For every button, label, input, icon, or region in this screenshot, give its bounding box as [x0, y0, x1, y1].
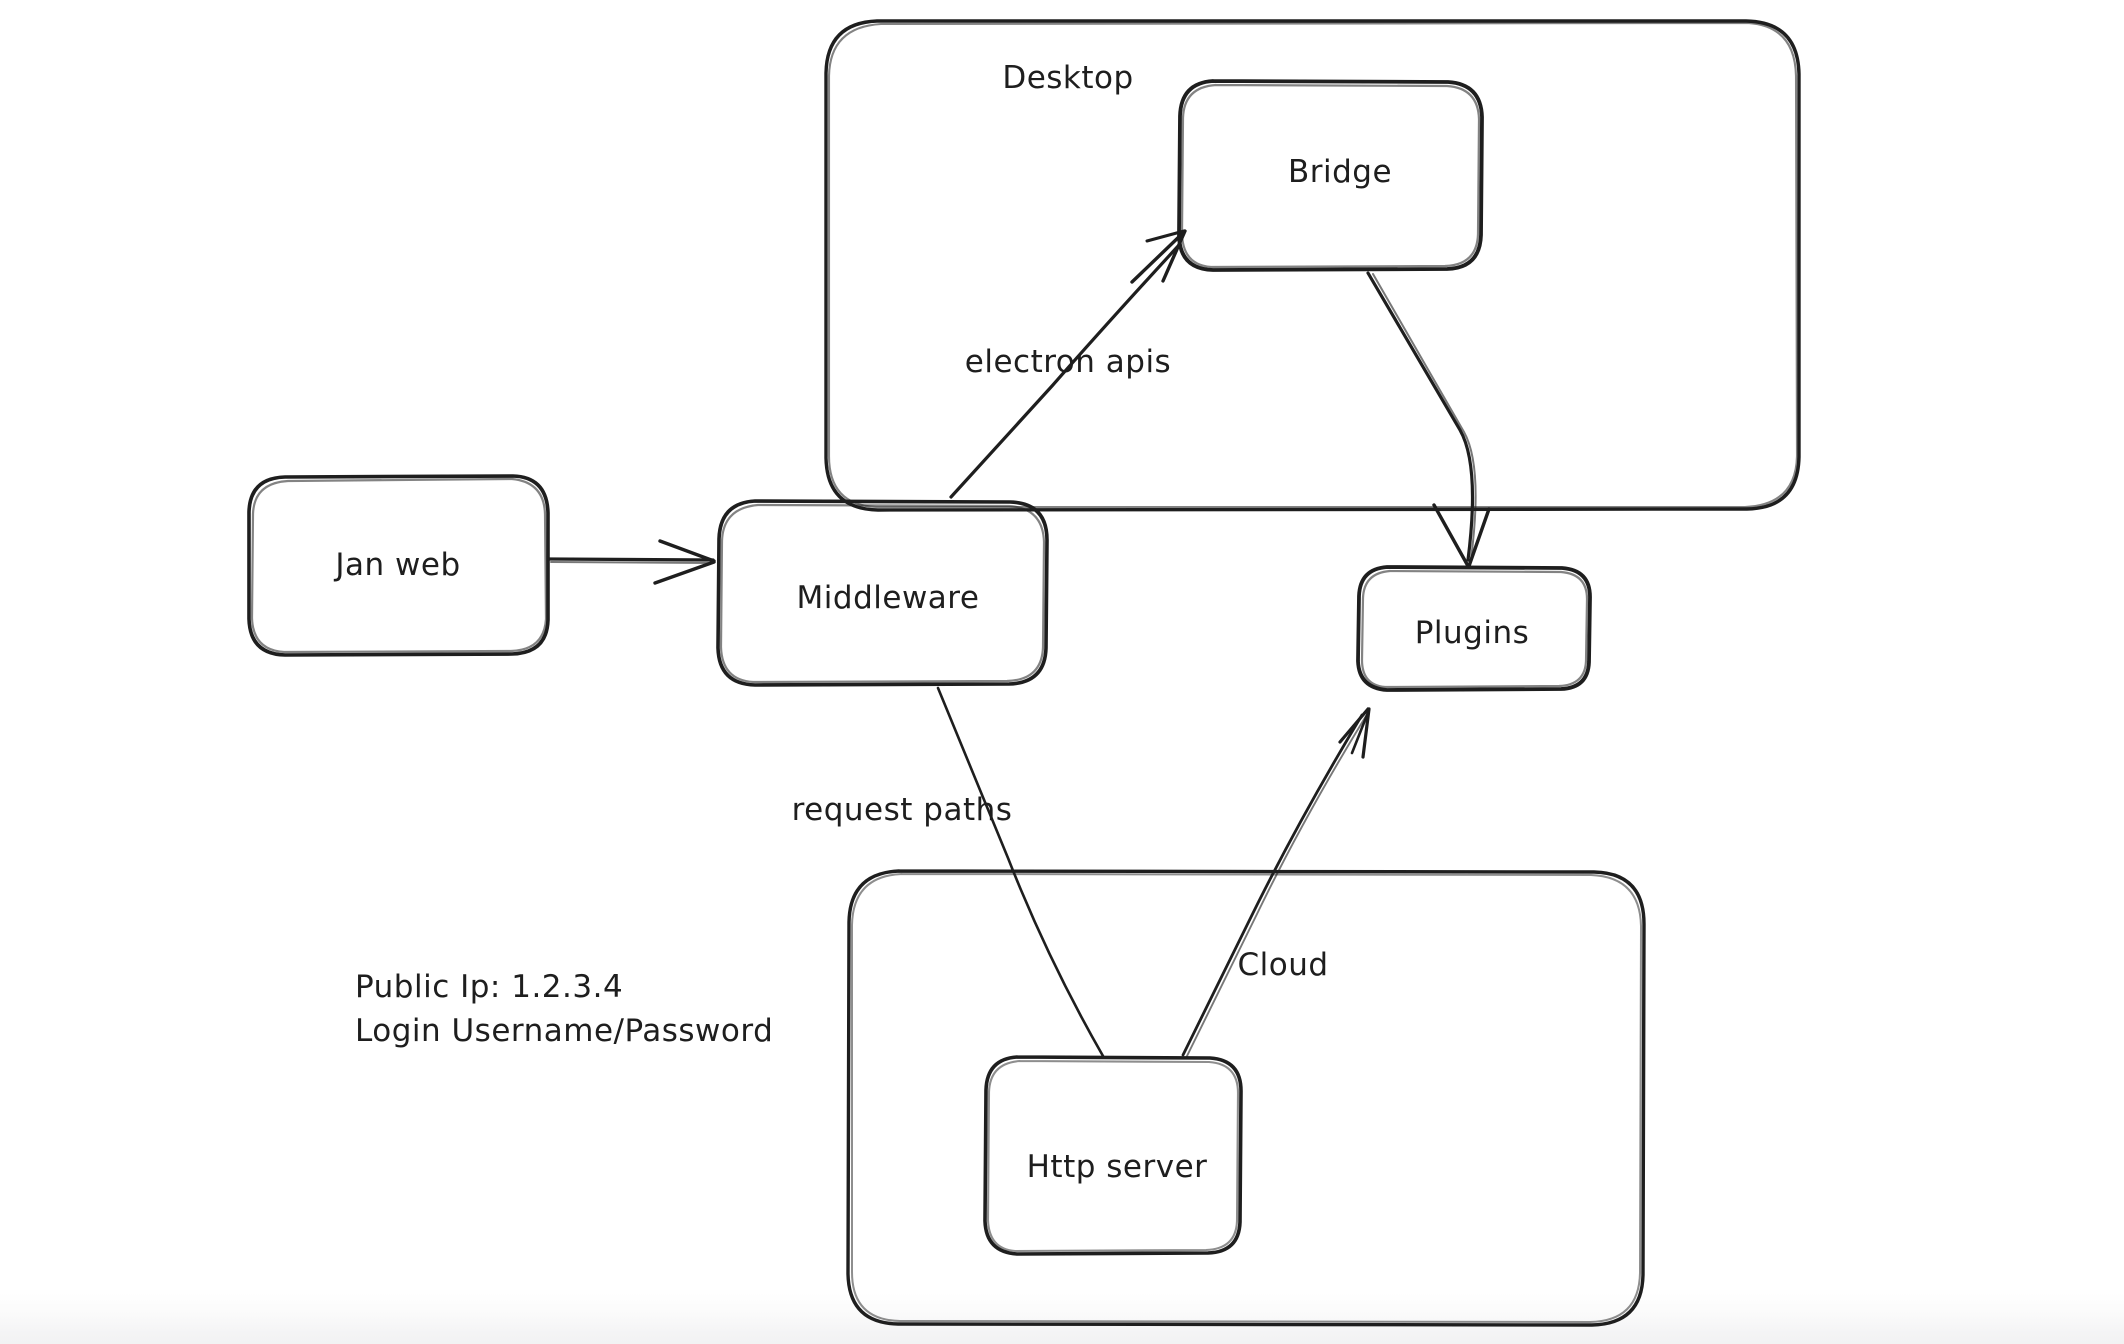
node-http-server[interactable]	[985, 1057, 1242, 1255]
node-plugins[interactable]	[1358, 567, 1591, 691]
desktop-group-outline	[824, 19, 1801, 512]
edge-label-electron-apis: electron apis	[964, 344, 1172, 380]
edge-middleware-bridge	[949, 229, 1187, 499]
edge-middleware-httpserver	[936, 686, 1105, 1058]
edge-label-request-paths: request paths	[791, 792, 1013, 828]
node-middleware[interactable]	[718, 501, 1048, 686]
bridge-box-outline	[1177, 79, 1484, 272]
node-label-http-server: Http server	[1026, 1149, 1208, 1185]
edge-label-cloud: Cloud	[1237, 947, 1329, 983]
http-server-box-outline	[983, 1055, 1243, 1256]
node-label-bridge: Bridge	[1287, 154, 1393, 190]
node-bridge[interactable]	[1179, 81, 1483, 271]
notes-block: Public Ip: 1.2.3.4 Login Username/Passwo…	[355, 965, 773, 1053]
edge-httpserver-plugins	[1181, 707, 1371, 1057]
edge-bridge-plugins	[1366, 271, 1491, 568]
group-cloud[interactable]	[848, 871, 1645, 1326]
middleware-box-outline	[716, 499, 1049, 687]
node-jan-web[interactable]	[249, 476, 549, 656]
node-label-plugins: Plugins	[1414, 615, 1530, 651]
plugins-box-outline	[1356, 565, 1592, 692]
note-public-ip: Public Ip: 1.2.3.4	[355, 969, 624, 1005]
jan-web-box-outline	[247, 474, 550, 657]
cloud-group-outline	[846, 869, 1646, 1327]
group-label-desktop: Desktop	[1002, 60, 1134, 96]
note-login: Login Username/Password	[355, 1013, 774, 1049]
edge-janweb-middleware	[547, 539, 716, 585]
node-label-jan-web: Jan web	[335, 547, 461, 583]
node-label-middleware: Middleware	[796, 580, 980, 616]
